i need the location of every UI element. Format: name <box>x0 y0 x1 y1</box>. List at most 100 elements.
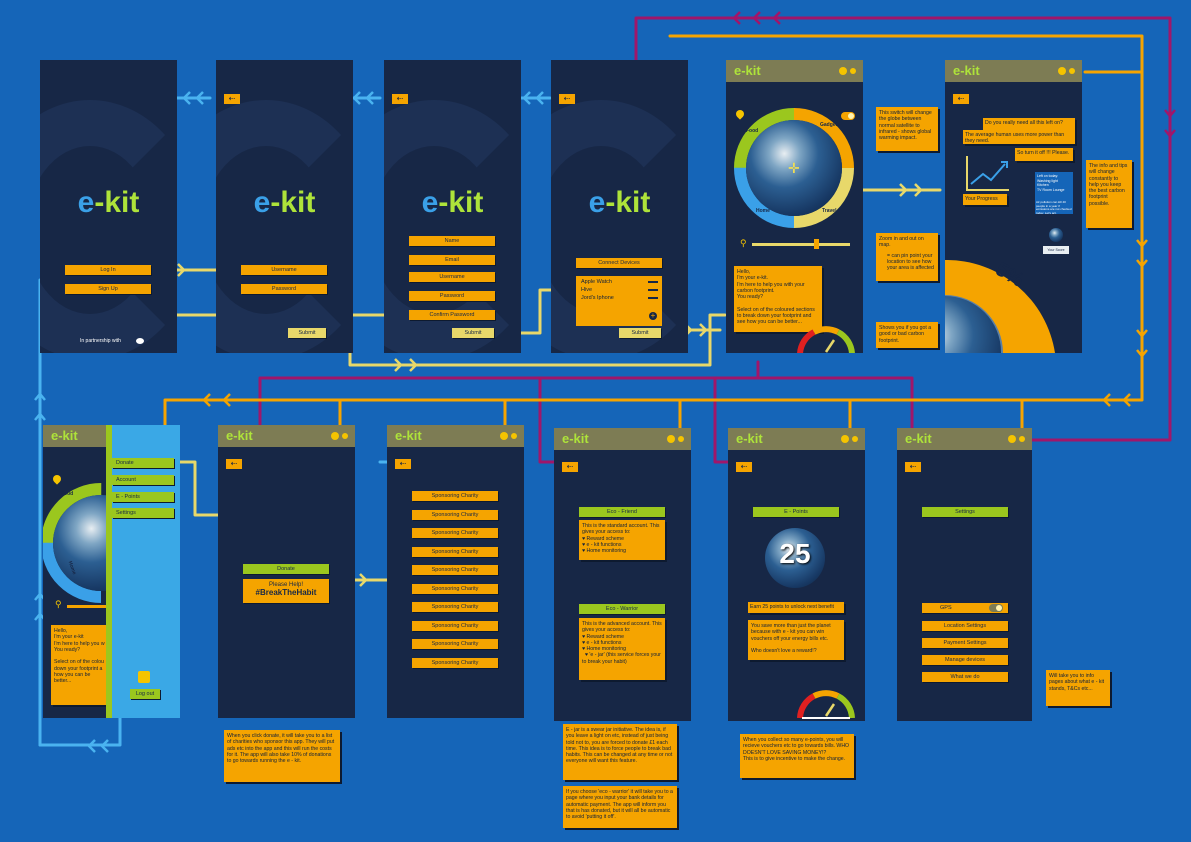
category-ring[interactable] <box>732 106 856 230</box>
note-settings: Will take you to info pages about what e… <box>1046 670 1110 706</box>
submit-button[interactable]: Submit <box>452 328 494 338</box>
top-bar: e-kit <box>897 428 1032 450</box>
back-arrow-icon[interactable]: ⇠ <box>224 94 240 104</box>
email-field[interactable]: Email <box>409 255 495 265</box>
location-settings-button[interactable]: Location Settings <box>922 621 1008 631</box>
manage-devices-button[interactable]: Manage devices <box>922 655 1008 665</box>
back-arrow-icon[interactable]: ⇠ <box>392 94 408 104</box>
username-field[interactable]: Username <box>241 265 327 275</box>
logo: e-kit <box>421 186 484 219</box>
top-bar: e-kit <box>728 428 865 450</box>
mini-globe[interactable] <box>1049 228 1063 242</box>
submit-button[interactable]: Submit <box>619 328 661 338</box>
screen-signup: ⇠ e-kit Name Email Username Password Con… <box>384 60 521 353</box>
device-item[interactable]: Hive <box>581 287 593 293</box>
login-button[interactable]: Log In <box>65 265 151 275</box>
note-donate: When you click donate, it will take you … <box>224 730 340 782</box>
sponsoring-charity-button[interactable]: Sponsoring Charity <box>412 546 498 557</box>
menu-item-donate[interactable]: Donate <box>112 458 174 468</box>
remove-device-icon[interactable] <box>648 297 658 299</box>
zoom-slider[interactable] <box>752 243 850 246</box>
what-we-do-button[interactable]: What we do <box>922 672 1008 682</box>
carbon-gauge <box>797 690 855 719</box>
ring-label-gadgets: Gadgets <box>820 122 841 128</box>
back-arrow-icon[interactable]: ⇠ <box>559 94 575 104</box>
zoom-slider[interactable] <box>67 605 127 608</box>
zoom-slider-handle[interactable] <box>814 239 819 249</box>
back-arrow-icon[interactable]: ⇠ <box>226 459 242 469</box>
signup-button[interactable]: Sign Up <box>65 284 151 294</box>
left-on-title: Left on today: <box>1037 174 1059 178</box>
submit-button[interactable]: Submit <box>288 328 326 338</box>
password-field[interactable]: Password <box>241 284 327 294</box>
small-logo: e-kit <box>953 63 980 78</box>
screen-signin: ⇠ e-kit Username Password Submit <box>216 60 353 353</box>
category-ring[interactable] <box>43 481 163 605</box>
zoom-icon[interactable]: ⚲ <box>740 238 747 248</box>
password-field[interactable]: Password <box>409 291 495 301</box>
top-bar: e-kit <box>218 425 355 447</box>
note-zoom-text: Zoom in and out on map. <box>879 236 924 249</box>
note-infrared-switch: This switch will change the globe betwee… <box>876 107 938 151</box>
logout-icon[interactable] <box>138 671 150 683</box>
username-field[interactable]: Username <box>409 272 495 282</box>
donate-hashtag: #BreakTheHabit <box>255 588 317 597</box>
left-on-item: Kitchen <box>1037 183 1049 187</box>
gps-setting[interactable]: GPS <box>922 603 1008 613</box>
status-dot-icon <box>511 433 517 439</box>
screen-account: e-kit ⇠ Eco - Friend This is the standar… <box>554 428 691 721</box>
infrared-toggle[interactable] <box>841 112 855 120</box>
ring-label-food: Food <box>746 128 759 134</box>
status-dot-icon <box>839 67 847 75</box>
donate-header[interactable]: Donate <box>243 564 329 574</box>
top-bar: e-kit <box>387 425 524 447</box>
sponsoring-charity-button[interactable]: Sponsoring Charity <box>412 583 498 594</box>
remove-device-icon[interactable] <box>648 281 658 283</box>
gps-toggle[interactable] <box>989 604 1003 612</box>
confirm-password-field[interactable]: Confirm Password <box>409 310 495 320</box>
sponsoring-charity-button[interactable]: Sponsoring Charity <box>412 491 498 501</box>
side-menu-drawer: Donate Account E - Points Settings Log o… <box>106 425 180 718</box>
device-item[interactable]: Apple Watch <box>581 279 612 285</box>
screen-progress: e-kit ⇠ Do you really need all this left… <box>945 60 1082 353</box>
top-bar: e-kit <box>554 428 691 450</box>
status-dot-icon <box>342 433 348 439</box>
name-field[interactable]: Name <box>409 236 495 246</box>
sponsoring-charity-button[interactable]: Sponsoring Charity <box>412 657 498 668</box>
question-2: The average human uses more power than t… <box>963 130 1075 144</box>
small-logo: e-kit <box>562 431 589 446</box>
progress-chart <box>966 156 1009 191</box>
menu-item-account[interactable]: Account <box>112 475 174 485</box>
menu-item-epoints[interactable]: E - Points <box>112 492 174 502</box>
eco-warrior-button[interactable]: Eco - Warrior <box>579 604 665 614</box>
back-arrow-icon[interactable]: ⇠ <box>395 459 411 469</box>
sponsoring-charity-button[interactable]: Sponsoring Charity <box>412 509 498 520</box>
back-arrow-icon[interactable]: ⇠ <box>562 462 578 472</box>
back-arrow-icon[interactable]: ⇠ <box>905 462 921 472</box>
left-on-item: TV Room Lounge <box>1037 187 1065 192</box>
sponsoring-charity-button[interactable]: Sponsoring Charity <box>412 639 498 649</box>
sponsoring-charity-button[interactable]: Sponsoring Charity <box>412 528 498 538</box>
eco-friend-button[interactable]: Eco - Friend <box>579 507 665 517</box>
screen-settings: e-kit ⇠ Settings GPS Location Settings P… <box>897 428 1032 721</box>
left-on-item: Washing light <box>1037 178 1058 183</box>
back-arrow-icon[interactable]: ⇠ <box>953 94 969 104</box>
zoom-icon[interactable]: ⚲ <box>55 599 62 609</box>
status-dot-icon <box>500 432 508 440</box>
payment-settings-button[interactable]: Payment Settings <box>922 638 1008 648</box>
remove-device-icon[interactable] <box>648 289 658 291</box>
logout-button[interactable]: Log out <box>130 689 160 699</box>
status-dot-icon <box>1069 68 1075 74</box>
back-arrow-icon[interactable]: ⇠ <box>736 462 752 472</box>
device-item[interactable]: Jord's Iphone <box>581 295 614 301</box>
note-pin-text: = can pin point your location to see how… <box>887 252 934 272</box>
sponsoring-charity-button[interactable]: Sponsoring Charity <box>412 565 498 575</box>
menu-item-settings[interactable]: Settings <box>112 508 174 518</box>
globe-image[interactable] <box>746 120 842 216</box>
logo: e-kit <box>588 186 651 219</box>
add-device-icon[interactable]: + <box>649 311 657 320</box>
small-logo: e-kit <box>395 428 422 443</box>
sponsoring-charity-button[interactable]: Sponsoring Charity <box>412 620 498 631</box>
sponsoring-charity-button[interactable]: Sponsoring Charity <box>412 602 498 612</box>
